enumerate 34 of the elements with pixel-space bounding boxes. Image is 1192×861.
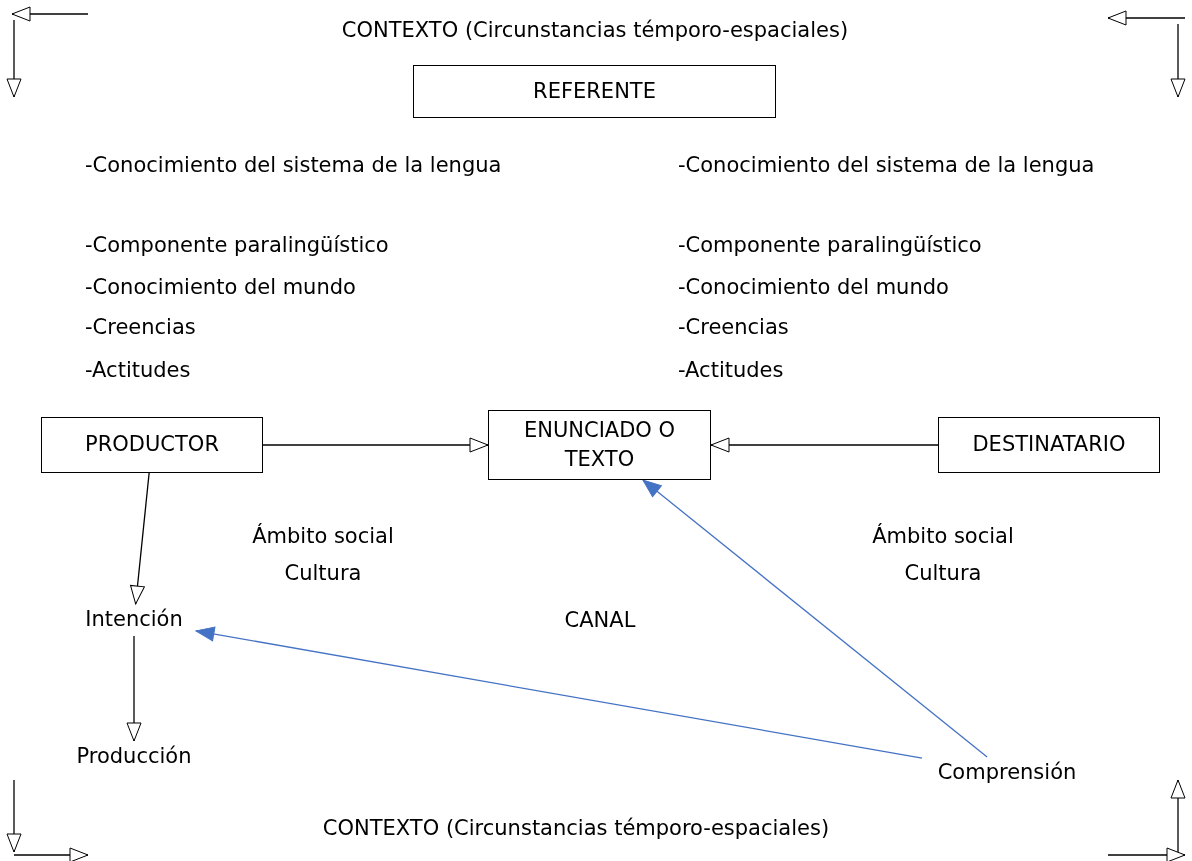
text-label: -Creencias [85, 314, 197, 341]
box-label: DESTINATARIO [972, 431, 1126, 459]
text-label: -Conocimiento del mundo [678, 274, 950, 301]
process-box [938, 417, 1160, 473]
process-box [413, 65, 776, 118]
text-label: -Actitudes [678, 357, 785, 384]
box-label: ENUNCIADO O TEXTO [522, 416, 677, 473]
arrow [126, 635, 142, 742]
arrow [710, 437, 939, 453]
text-label: Cultura [283, 560, 363, 587]
arrow [130, 472, 150, 605]
text-label: -Componente paralingüístico [678, 232, 983, 259]
arrow [642, 479, 988, 758]
box-label: PRODUCTOR [85, 431, 219, 459]
text-label: -Componente paralingüístico [85, 232, 390, 259]
text-label: CONTEXTO (Circunstancias témporo-espaciales) [321, 815, 831, 842]
text-label: Ámbito social [251, 522, 395, 550]
text-label: -Actitudes [85, 357, 192, 384]
text-label: -Conocimiento del sistema de la lengua [85, 152, 503, 179]
text-label: -Conocimiento del sistema de la lengua [678, 152, 1096, 179]
process-box [41, 417, 263, 473]
process-box [488, 410, 711, 480]
text-label: CANAL [563, 607, 637, 634]
text-label: -Creencias [678, 314, 790, 341]
box-label: REFERENTE [533, 77, 656, 105]
node-label: Producción [62, 741, 206, 773]
node-label: Intención [72, 604, 196, 636]
text-label: Cultura [903, 560, 983, 587]
arrow [195, 626, 923, 759]
text-label: Ámbito social [871, 522, 1015, 550]
node-label: Comprensión [922, 757, 1092, 789]
arrow [262, 437, 489, 453]
text-label: -Conocimiento del mundo [85, 274, 357, 301]
text-label: CONTEXTO (Circunstancias témporo-espaciales) [340, 17, 850, 44]
